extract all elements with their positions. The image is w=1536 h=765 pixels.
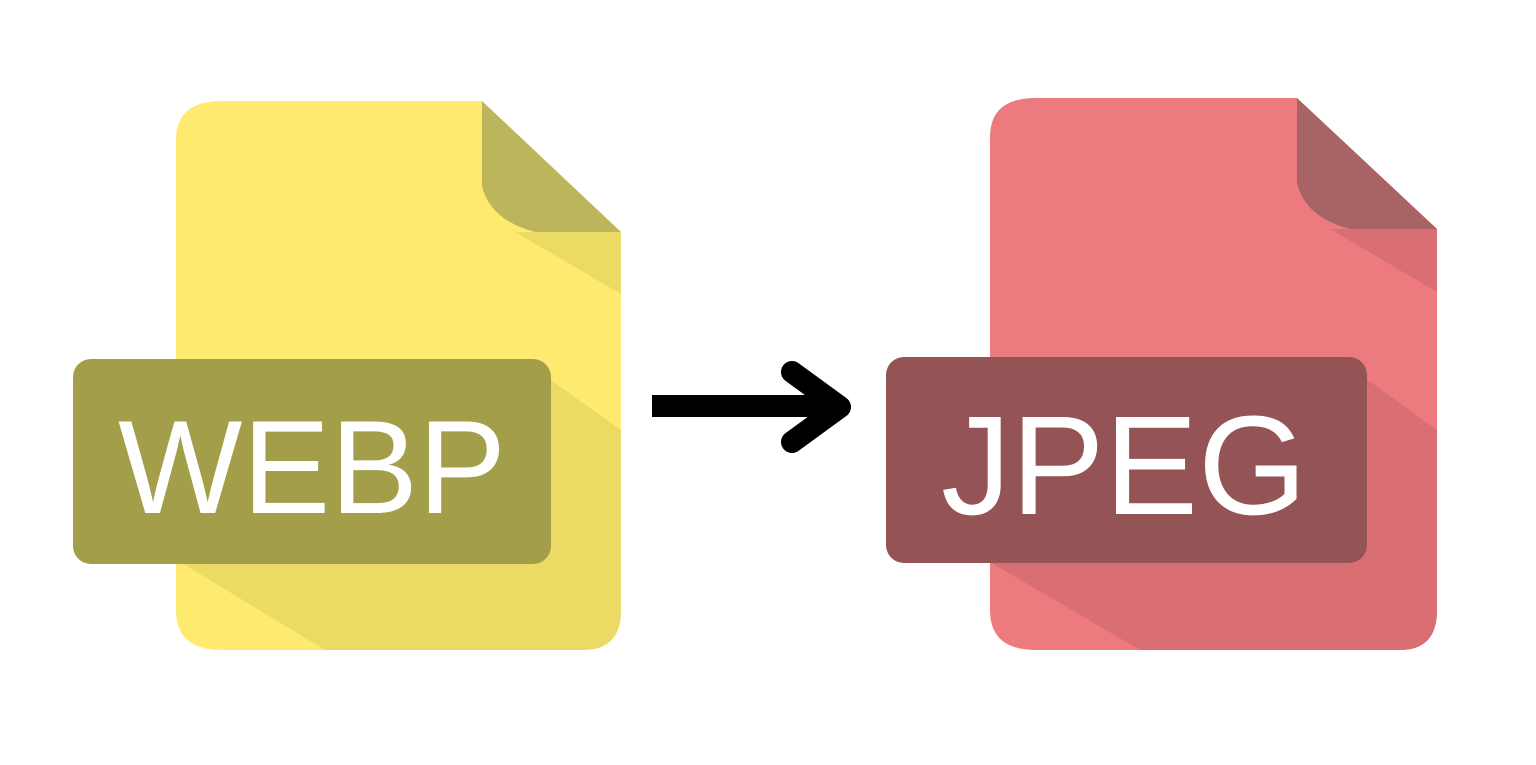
arrow-right-icon: [652, 361, 851, 453]
jpeg-badge: [886, 357, 1367, 563]
jpeg-corner-fold: [1297, 98, 1437, 229]
jpeg-fold-shadow: [1330, 229, 1437, 292]
webp-label: WEBP: [118, 394, 506, 542]
webp-corner-fold: [482, 101, 621, 232]
webp-fold-shadow: [515, 232, 621, 294]
jpeg-label: JPEG: [941, 386, 1307, 544]
webp-file-icon: WEBP: [73, 101, 621, 650]
webp-badge: [73, 359, 551, 564]
jpeg-file-icon: JPEG: [886, 98, 1437, 650]
